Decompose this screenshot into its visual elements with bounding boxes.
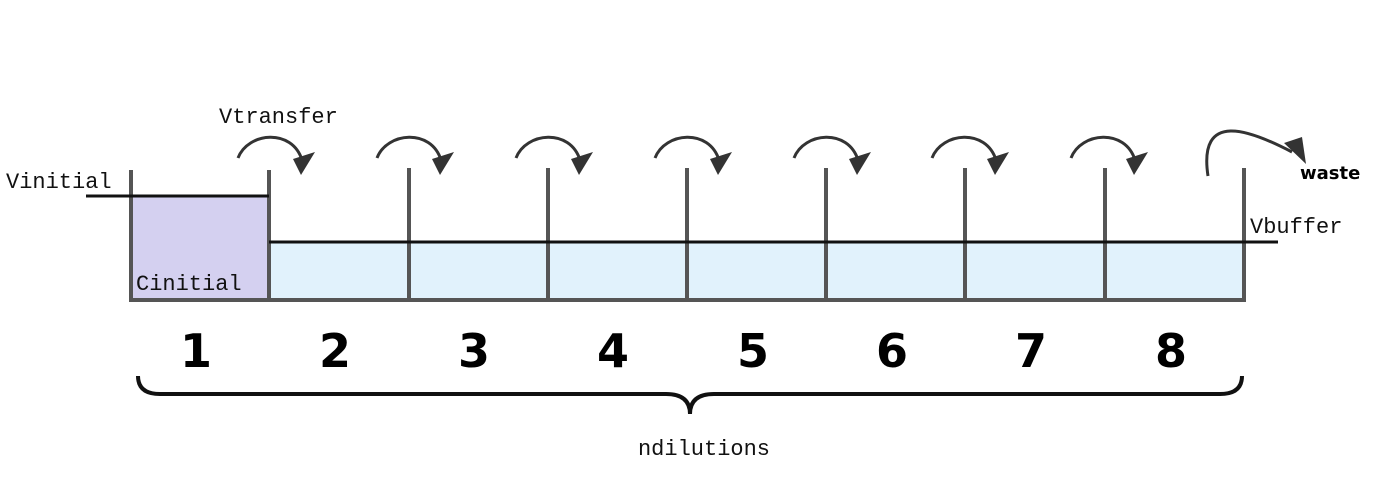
c-initial-label: Cinitial [136,272,242,297]
transfer-arrow [1069,135,1148,175]
transfer-arrow [514,135,593,175]
v-buffer-label: Vbuffer [1250,215,1342,240]
transfer-arrow [375,135,454,175]
tube-number: 6 [876,324,908,378]
tube-number: 4 [597,324,629,378]
tube-number: 2 [319,324,351,378]
waste-arrow [1205,129,1306,177]
tube-number: 1 [180,324,212,378]
n-dilutions-label: ndilutions [638,437,770,462]
v-initial-label: Vinitial [6,170,112,195]
transfer-arrow [792,135,871,175]
tube-number: 8 [1155,324,1187,378]
waste-label: waste [1300,163,1360,184]
transfer-arrow [653,135,732,175]
tube-number: 7 [1015,324,1047,378]
initial-solution-fill [131,197,269,300]
transfer-arrow [930,135,1009,175]
dilution-brace [136,375,1244,415]
buffer-fill [269,243,1244,300]
tube-number: 3 [458,324,490,378]
transfer-arrow [236,135,315,175]
v-transfer-label: Vtransfer [219,105,338,130]
tube-number: 5 [737,324,769,378]
